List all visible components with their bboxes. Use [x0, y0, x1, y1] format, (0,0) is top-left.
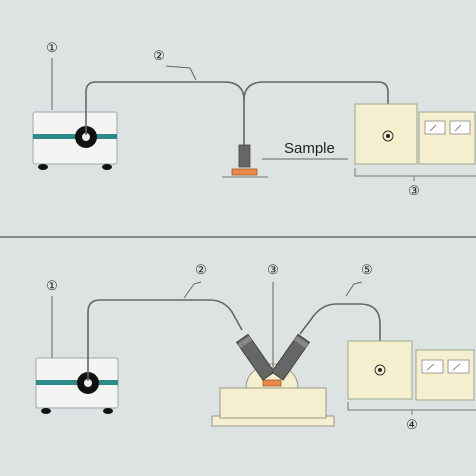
light-source-device — [32, 111, 118, 170]
sample-label: Sample — [284, 140, 335, 157]
meter-gauge — [447, 359, 470, 374]
device-foot — [103, 408, 113, 414]
meter-panel — [415, 349, 475, 401]
callout-1: ① — [46, 278, 58, 293]
detector-unit — [347, 340, 475, 401]
meter-panel — [418, 111, 476, 165]
leader-line — [183, 281, 202, 299]
sample — [231, 168, 258, 176]
device-foot — [102, 164, 112, 170]
meter-gauge — [424, 120, 446, 135]
device-foot — [41, 408, 51, 414]
stripe — [36, 380, 118, 385]
callout-5: ⑤ — [361, 262, 373, 277]
group-bracket — [347, 402, 476, 411]
meter-gauge — [421, 359, 444, 374]
fiber-cable — [243, 81, 389, 135]
callout-4: ④ — [406, 417, 418, 432]
group-bracket — [354, 168, 476, 177]
probe-left — [235, 333, 275, 381]
callout-1: ① — [46, 40, 58, 55]
fiber-cable-out — [299, 303, 381, 368]
leader-line — [165, 65, 197, 81]
device-foot — [38, 164, 48, 170]
bottom-panel: ① ② ⑤ — [35, 262, 476, 432]
holder-body — [219, 387, 327, 419]
callout-3: ③ — [408, 183, 420, 198]
detector-panel — [354, 103, 418, 165]
top-panel: ① ② Sample — [32, 40, 476, 198]
probe-right — [271, 333, 311, 381]
sample — [262, 379, 282, 387]
detector-unit — [354, 103, 476, 165]
callout-2: ② — [195, 262, 207, 277]
leader-line — [345, 281, 363, 297]
fiber-cable — [85, 81, 245, 145]
light-source-device — [35, 357, 119, 414]
fiber-cable-in — [87, 299, 243, 381]
callout-3: ③ — [267, 262, 279, 277]
callout-2: ② — [153, 48, 165, 63]
sample-holder — [211, 333, 335, 427]
meter-gauge — [449, 120, 471, 135]
probe — [238, 144, 251, 168]
stripe — [33, 134, 117, 139]
